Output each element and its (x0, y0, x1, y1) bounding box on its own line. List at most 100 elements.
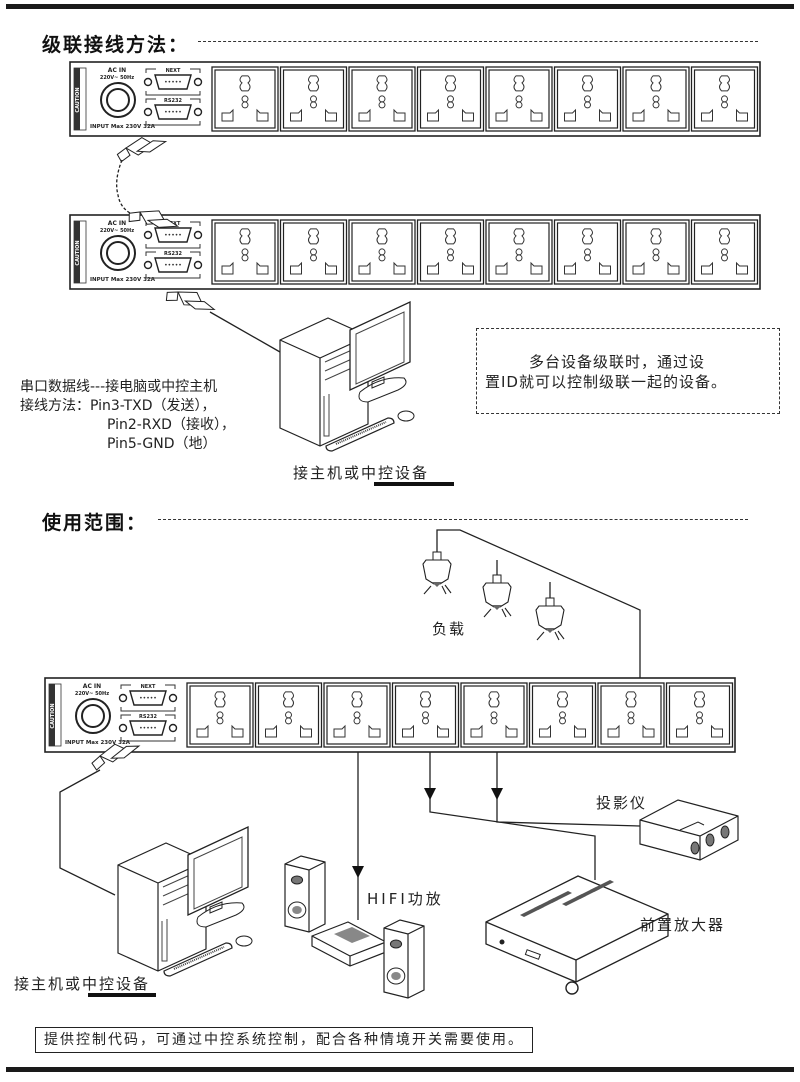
svg-text:•••••: ••••• (164, 79, 182, 86)
outlet-socket (460, 682, 528, 748)
next-port-label: NEXT (141, 684, 156, 690)
svg-text:•••••: ••••• (139, 725, 157, 732)
outlet-socket (323, 682, 391, 748)
projector-label: 投影仪 (596, 794, 648, 812)
serial-note-line1: 串口数据线---接电脑或中控主机 (20, 379, 218, 395)
outlet-socket (348, 219, 416, 285)
rs232-port: RS232 ••••• (143, 251, 203, 279)
preamp (485, 875, 669, 995)
hifi-speaker-left (284, 855, 326, 933)
cascade-cable (116, 159, 131, 214)
svg-text:•••••: ••••• (139, 695, 157, 702)
ceiling-lamp (535, 597, 565, 641)
outlet-socket (391, 682, 460, 748)
title-dash-line (158, 519, 748, 520)
rs232-port-label: RS232 (139, 714, 157, 720)
outlet-socket (553, 66, 622, 132)
outlet-socket (528, 682, 597, 748)
serial-cable (209, 311, 281, 353)
outlet-socket (211, 219, 279, 285)
host-label-underline (374, 482, 454, 486)
next-cable-plug-bottom (128, 210, 180, 228)
preamp-label: 前置放大器 (640, 916, 726, 934)
caution-label: CAUTION (75, 240, 81, 265)
rs232-cable-plug (165, 291, 216, 310)
hifi-amp-label: HIFI功放 (367, 890, 444, 908)
serial-cable (59, 769, 116, 896)
input-max-label: INPUT Max 230V 32A (90, 124, 156, 130)
rs232-port: RS232 ••••• (143, 98, 203, 126)
host-label-usage: 接主机或中控设备 (14, 975, 151, 993)
arrow-down-icon (424, 788, 436, 800)
next-cable-plug-top (116, 136, 168, 163)
hifi-amplifier (311, 921, 387, 967)
next-port-label: NEXT (166, 68, 181, 74)
projector-wire (496, 752, 641, 827)
host-label-cascade: 接主机或中控设备 (293, 464, 430, 482)
outlet-socket (416, 66, 485, 132)
serial-note-line2: 接线方法：Pin3-TXD（发送）， (20, 398, 216, 414)
ac-voltage-label: 220V~ 50Hz (100, 228, 134, 234)
section-title-usage: 使用范围： (42, 512, 148, 534)
outlet-socket (665, 682, 734, 748)
section-title-cascade: 级联接线方法： (42, 34, 190, 56)
rs232-port: RS232 ••••• (118, 714, 178, 742)
rs232-port-label: RS232 (164, 98, 182, 104)
title-dash-line (198, 41, 758, 42)
ac-in-label: AC IN (108, 220, 126, 227)
outlet-socket (597, 682, 665, 748)
outlet-socket (186, 682, 254, 748)
ceiling-lamp (482, 574, 512, 618)
rs232-port-label: RS232 (164, 251, 182, 257)
outlet-socket (553, 219, 622, 285)
arrow-down-icon (491, 788, 503, 800)
load-wire (436, 529, 641, 678)
ac-voltage-label: 220V~ 50Hz (75, 691, 109, 697)
next-port: NEXT ••••• (143, 68, 203, 96)
hifi-speaker-right (383, 919, 425, 999)
outlet-socket (211, 66, 279, 132)
outlet-socket (279, 66, 348, 132)
top-rule (6, 4, 794, 9)
outlet-socket (348, 66, 416, 132)
svg-text:•••••: ••••• (164, 109, 182, 116)
ac-voltage-label: 220V~ 50Hz (100, 75, 134, 81)
outlet-socket (485, 66, 553, 132)
outlet-socket (690, 219, 759, 285)
info-line1: 多台设备级联时，通过设 (529, 353, 706, 371)
ac-in-label: AC IN (83, 683, 101, 690)
footer-note: 提供控制代码，可通过中控系统控制，配合各种情境开关需要使用。 (35, 1027, 533, 1053)
serial-note-line4: Pin5-GND（地） (107, 436, 217, 452)
outlet-socket (622, 219, 690, 285)
load-label: 负载 (432, 620, 467, 638)
ac-in-label: AC IN (108, 67, 126, 74)
outlet-socket (254, 682, 323, 748)
cascade-info-box: 多台设备级联时，通过设 置ID就可以控制级联一起的设备。 (476, 328, 780, 414)
svg-text:•••••: ••••• (164, 262, 182, 269)
caution-label: CAUTION (50, 703, 56, 728)
next-port: NEXT ••••• (118, 684, 178, 712)
outlet-socket (485, 219, 553, 285)
host-computer-cascade (279, 300, 415, 452)
bottom-rule (6, 1067, 794, 1072)
arrow-down-icon (352, 866, 364, 878)
info-line2: 置ID就可以控制级联一起的设备。 (485, 373, 727, 391)
input-max-label: INPUT Max 230V 32A (90, 277, 156, 283)
pc-mouse (397, 410, 415, 422)
outlet-socket (690, 66, 759, 132)
host-label-underline (88, 993, 156, 997)
serial-note-line3: Pin2-RXD（接收）， (107, 417, 235, 433)
svg-text:•••••: ••••• (164, 232, 182, 239)
rs232-cable-plug (91, 743, 141, 771)
input-max-label: INPUT Max 230V 32A (65, 740, 131, 746)
ceiling-lamp (422, 551, 452, 595)
host-computer-usage (117, 825, 253, 977)
outlet-socket (622, 66, 690, 132)
caution-label: CAUTION (75, 87, 81, 112)
outlet-socket (279, 219, 348, 285)
outlet-socket (416, 219, 485, 285)
